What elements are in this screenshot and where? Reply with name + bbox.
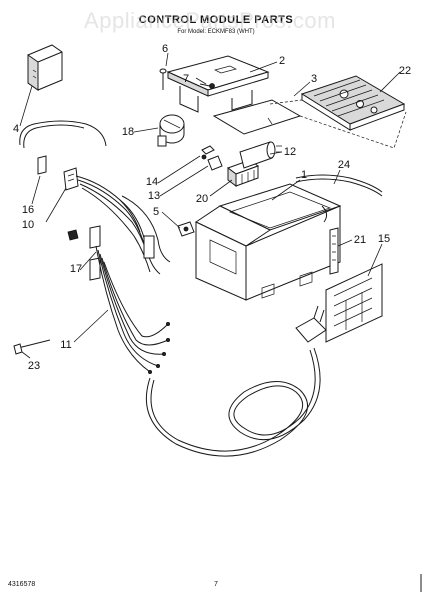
callout-2: 2 <box>279 55 285 67</box>
part-23-cable-tie[interactable] <box>13 339 51 355</box>
part-18-motor[interactable] <box>157 114 185 147</box>
callout-15: 15 <box>378 233 390 245</box>
part-17-switch[interactable] <box>67 225 101 281</box>
part-7-screw[interactable] <box>199 83 215 89</box>
part-15-wiring-label[interactable] <box>325 263 383 343</box>
power-cord[interactable] <box>145 305 327 457</box>
callout-7: 7 <box>183 73 189 85</box>
callout-18: 18 <box>122 126 134 138</box>
callout-23: 23 <box>28 360 40 372</box>
part-4-bracket[interactable] <box>27 44 63 91</box>
part-5-fastener[interactable] <box>177 221 195 237</box>
callout-17: 17 <box>70 263 82 275</box>
callout-11: 11 <box>60 339 71 351</box>
callout-20: 20 <box>196 193 208 205</box>
callout-13: 13 <box>148 190 160 202</box>
part-2-cover-plate[interactable] <box>166 55 270 113</box>
callout-12: 12 <box>284 146 296 158</box>
part-6-screw[interactable] <box>159 68 167 90</box>
document-number: 4316578 <box>8 581 35 588</box>
part-11-wiring-harness[interactable] <box>19 120 171 374</box>
part-3-insulator[interactable] <box>212 99 302 135</box>
diagram-title: CONTROL MODULE PARTS <box>139 14 293 26</box>
part-24-tube[interactable] <box>295 174 383 193</box>
part-14-bracket[interactable] <box>201 145 215 160</box>
callout-21: 21 <box>354 234 366 246</box>
board-alignment-guide <box>269 99 303 105</box>
callout-5: 5 <box>153 206 159 218</box>
callout-4: 4 <box>13 123 19 135</box>
watermark-text: AppliancePartsPros.com <box>84 8 336 33</box>
callout-10: 10 <box>22 219 34 231</box>
diagram-subtitle: For Model: ECKMF83 (WHT) <box>177 29 254 35</box>
callout-3: 3 <box>311 73 317 85</box>
page-number: 7 <box>214 581 218 588</box>
part-16-connector[interactable] <box>37 155 47 175</box>
part-13-clip[interactable] <box>207 155 223 171</box>
callout-24: 24 <box>338 159 350 171</box>
part-22-control-board[interactable] <box>300 75 406 131</box>
callout-6: 6 <box>162 43 168 55</box>
callout-22: 22 <box>399 65 411 77</box>
callout-14: 14 <box>146 176 158 188</box>
callout-1: 1 <box>301 169 307 181</box>
callout-labels: 6 7 2 3 22 4 18 12 14 13 20 1 24 5 21 15… <box>13 43 411 372</box>
leader-lines <box>19 52 401 359</box>
part-24-tube-outline <box>295 178 383 197</box>
callout-16: 16 <box>22 204 34 216</box>
part-21-strip[interactable] <box>329 227 339 275</box>
part-24-tube-end <box>321 205 328 223</box>
part-1-control-housing[interactable] <box>194 183 342 301</box>
part-12-capacitor[interactable] <box>239 141 282 169</box>
part-10-terminal[interactable] <box>63 167 79 191</box>
